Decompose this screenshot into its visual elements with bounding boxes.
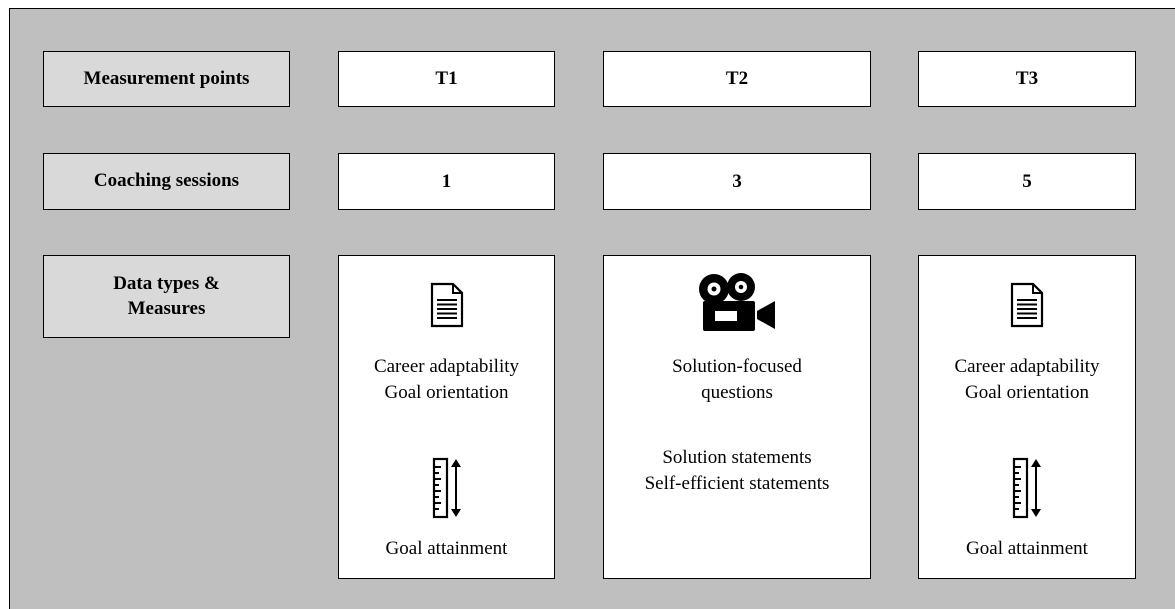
- scale-icon: [919, 457, 1135, 519]
- scale-icon: [339, 457, 554, 519]
- measure-self-efficient-statements: Self-efficient statements: [644, 472, 830, 494]
- measure-goal-orientation-t1: Goal orientation: [384, 381, 509, 403]
- time-point-t1: T1: [338, 51, 555, 107]
- document-icon: [339, 282, 554, 328]
- time-point-t2: T2: [603, 51, 871, 107]
- measure-career-adaptability-t1: Career adaptability: [373, 356, 520, 377]
- measure-goal-attainment-t3: Goal attainment: [966, 538, 1088, 559]
- measure-goal-orientation-t3: Goal orientation: [965, 381, 1089, 403]
- row-label-coaching-sessions: Coaching sessions: [43, 153, 290, 210]
- measure-solution-statements: Solution statements: [662, 447, 812, 468]
- video-camera-icon: [604, 271, 870, 335]
- measure-solution-focused-questions-line2: questions: [701, 381, 773, 403]
- measure-solution-focused-questions-line1: Solution-focused: [672, 356, 802, 377]
- measure-career-adaptability-t3: Career adaptability: [954, 356, 1100, 377]
- session-3: 3: [603, 153, 871, 210]
- row-label-data-types: Data types & Measures: [43, 255, 290, 338]
- session-1: 1: [338, 153, 555, 210]
- row-label-measurement-points: Measurement points: [43, 51, 290, 107]
- measures-t3: Career adaptability Goal orientation Goa…: [918, 255, 1136, 579]
- time-point-t3-text: T3: [1015, 68, 1039, 89]
- measures-t2: Solution-focused questions Solution stat…: [603, 255, 871, 579]
- time-point-t1-text: T1: [435, 68, 458, 89]
- row-label-data-types-line2: Measures: [127, 297, 206, 319]
- session-5-text: 5: [1022, 170, 1032, 192]
- row-label-measurement-points-text: Measurement points: [83, 67, 250, 89]
- session-3-text: 3: [732, 170, 742, 192]
- time-point-t2-text: T2: [725, 68, 749, 89]
- measure-goal-attainment-t1: Goal attainment: [385, 538, 508, 559]
- time-point-t3: T3: [918, 51, 1136, 107]
- document-icon: [919, 282, 1135, 328]
- session-1-text: 1: [441, 170, 452, 192]
- measures-t1: Career adaptability Goal orientation Goa…: [338, 255, 555, 579]
- row-label-data-types-line1: Data types &: [113, 272, 220, 294]
- session-5: 5: [918, 153, 1136, 210]
- row-label-coaching-sessions-text: Coaching sessions: [93, 170, 240, 192]
